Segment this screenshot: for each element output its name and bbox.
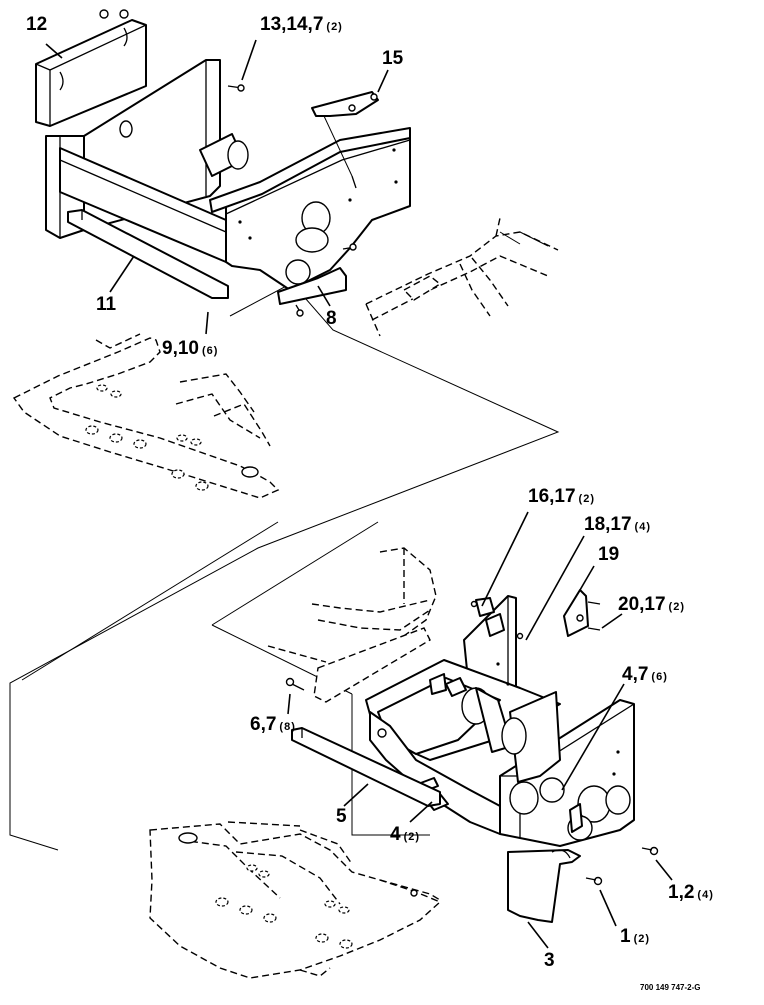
reference-outline-upper-left [12, 333, 280, 499]
callout-11: 11 [96, 294, 117, 315]
callout-1: 1(2) [620, 926, 650, 947]
callout-4: 4(2) [390, 824, 420, 845]
callout-13-14-7: 13,14,7(2) [260, 14, 343, 35]
callout-16-17: 16,17(2) [528, 486, 595, 507]
callout-18-17: 18,17(4) [584, 514, 651, 535]
callout-6-7: 6,7(8) [250, 714, 296, 735]
callout-3: 3 [544, 950, 555, 971]
reference-outline-upper-right [365, 217, 559, 337]
callout-labels: 12 13,14,7(2) 15 11 8 9,10(6) 16,17(2) 1… [26, 14, 714, 971]
part-15-bracket [311, 91, 379, 177]
reference-outline-lower-upper [267, 547, 437, 703]
callout-4-7: 4,7(6) [622, 664, 668, 685]
loose-fasteners [285, 600, 659, 897]
callout-5: 5 [336, 806, 347, 827]
part-5-angle [291, 727, 441, 807]
callout-9-10: 9,10(6) [162, 338, 218, 359]
part-19-bracket [563, 589, 601, 637]
drawing-number: 700 149 747-2-G [640, 983, 701, 992]
callout-19: 19 [598, 544, 619, 565]
leader-lines [45, 39, 673, 949]
callout-15: 15 [382, 48, 404, 69]
part-11-angle [67, 209, 229, 299]
reference-outline-lower-floor [149, 821, 442, 979]
part-12-counterweight [35, 9, 147, 127]
bolt-13 [227, 84, 245, 92]
callout-8: 8 [326, 308, 337, 329]
callout-20-17: 20,17(2) [618, 594, 685, 615]
upper-frame-weldment [45, 59, 411, 317]
callout-12: 12 [26, 14, 47, 35]
callout-1-2: 1,2(4) [668, 882, 714, 903]
